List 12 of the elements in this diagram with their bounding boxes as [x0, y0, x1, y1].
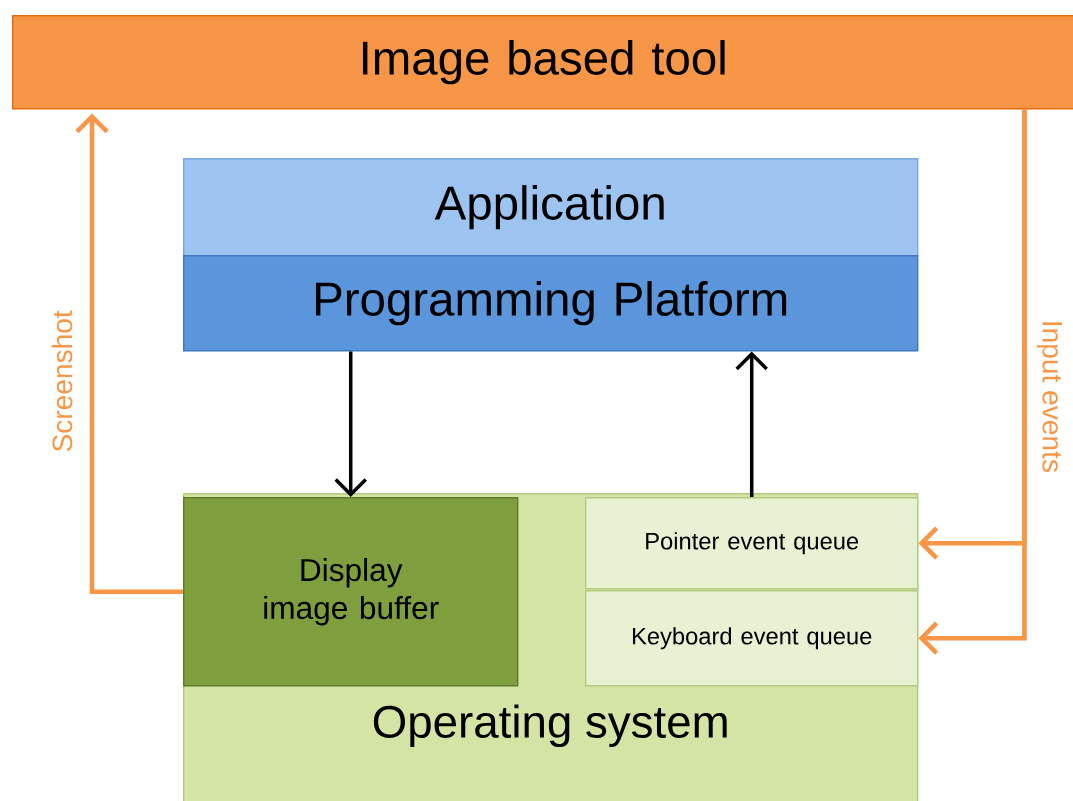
queue-box: Keyboard event queue [585, 590, 919, 687]
tool-bar: Image based tool [12, 15, 1073, 110]
buffer-box: Display image buffer [183, 497, 519, 687]
arrow [334, 351, 367, 497]
edge-label: Screenshot [49, 308, 75, 455]
layer-box: Application [183, 158, 919, 257]
edge-label: Input events [1035, 318, 1064, 475]
arrow [735, 351, 768, 497]
queue-box: Pointer event queue [585, 497, 919, 590]
arrow [75, 113, 183, 594]
layer-box: Programming Platform [183, 255, 919, 352]
arrow [918, 109, 1027, 655]
